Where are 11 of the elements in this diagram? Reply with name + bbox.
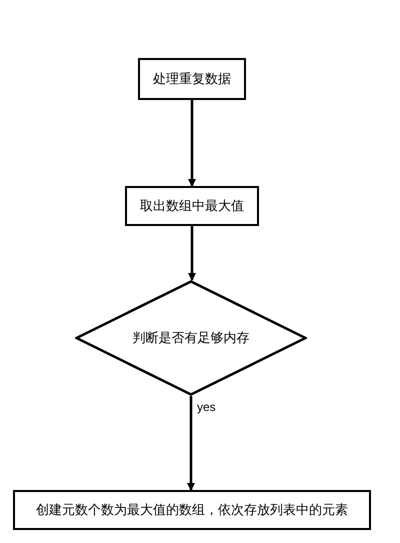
node-text: 创建元数个数为最大值的数组，依次存放列表中的元素 [36, 501, 348, 520]
node-text: 取出数组中最大值 [140, 197, 244, 216]
node-text: 处理重复数据 [153, 70, 231, 88]
arrow [188, 100, 196, 187]
arrow [187, 396, 195, 491]
node-text: 判断是否有足够内存 [132, 329, 250, 348]
process-box [138, 58, 246, 100]
process-box [13, 490, 371, 530]
process-box [125, 186, 259, 226]
decision-diamond [75, 280, 307, 396]
arrow [188, 226, 196, 281]
